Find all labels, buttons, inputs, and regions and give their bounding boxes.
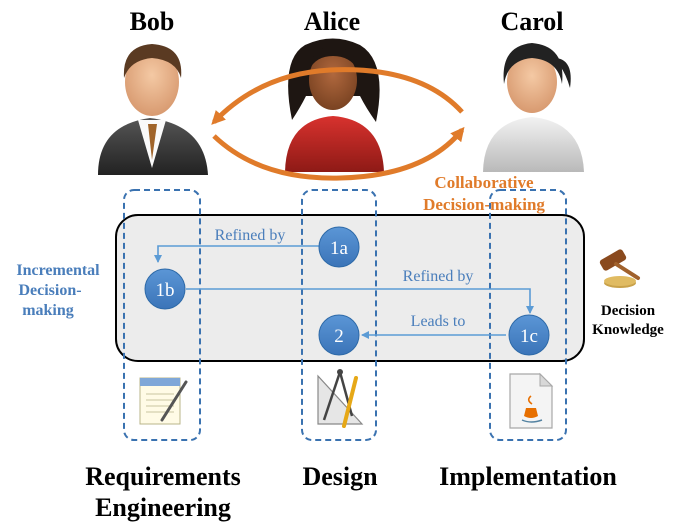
java-file-icon bbox=[509, 372, 554, 429]
node-1b-label: 1b bbox=[156, 280, 175, 301]
name-bob: Bob bbox=[130, 7, 175, 36]
phase-design: Design bbox=[302, 462, 378, 491]
node-2: 2 bbox=[318, 314, 360, 356]
edge-label-leads-to: Leads to bbox=[411, 313, 466, 330]
gavel-icon bbox=[599, 249, 640, 288]
node-2-label: 2 bbox=[334, 326, 344, 347]
bob-avatar-icon bbox=[98, 44, 208, 175]
collaboration-cycle bbox=[211, 67, 465, 181]
requirements-column bbox=[123, 189, 201, 441]
incremental-label-line2: Decision- bbox=[18, 282, 81, 299]
node-1a-label: 1a bbox=[330, 238, 349, 259]
decision-knowledge-line2: Knowledge bbox=[592, 322, 664, 338]
decision-band bbox=[115, 214, 585, 362]
collaborative-label-line2: Decision-making bbox=[423, 195, 545, 214]
requirements-document-icon bbox=[139, 377, 188, 425]
phase-requirements-line2: Engineering bbox=[95, 493, 231, 522]
alice-avatar-icon bbox=[285, 38, 384, 172]
node-1b: 1b bbox=[144, 268, 186, 310]
decision-knowledge-line1: Decision bbox=[601, 303, 656, 319]
incremental-label-line1: Incremental bbox=[16, 262, 100, 279]
implementation-column bbox=[489, 189, 567, 441]
incremental-label-line3: making bbox=[22, 302, 74, 319]
edge-label-refined-by-1: Refined by bbox=[215, 227, 286, 244]
phase-implementation: Implementation bbox=[439, 462, 617, 491]
edge-1a-to-1b bbox=[154, 245, 319, 263]
node-1a: 1a bbox=[318, 226, 360, 268]
edge-1b-to-1c bbox=[186, 288, 534, 314]
node-1c: 1c bbox=[508, 314, 550, 356]
design-column bbox=[301, 189, 377, 441]
edge-label-refined-by-2: Refined by bbox=[403, 268, 474, 285]
phase-requirements-line1: Requirements bbox=[85, 462, 241, 491]
carol-avatar-icon bbox=[483, 43, 584, 172]
design-tools-icon bbox=[317, 369, 364, 428]
collaborative-label-line1: Collaborative bbox=[434, 173, 534, 192]
node-1c-label: 1c bbox=[520, 326, 538, 347]
name-carol: Carol bbox=[500, 7, 563, 36]
name-alice: Alice bbox=[304, 7, 360, 36]
